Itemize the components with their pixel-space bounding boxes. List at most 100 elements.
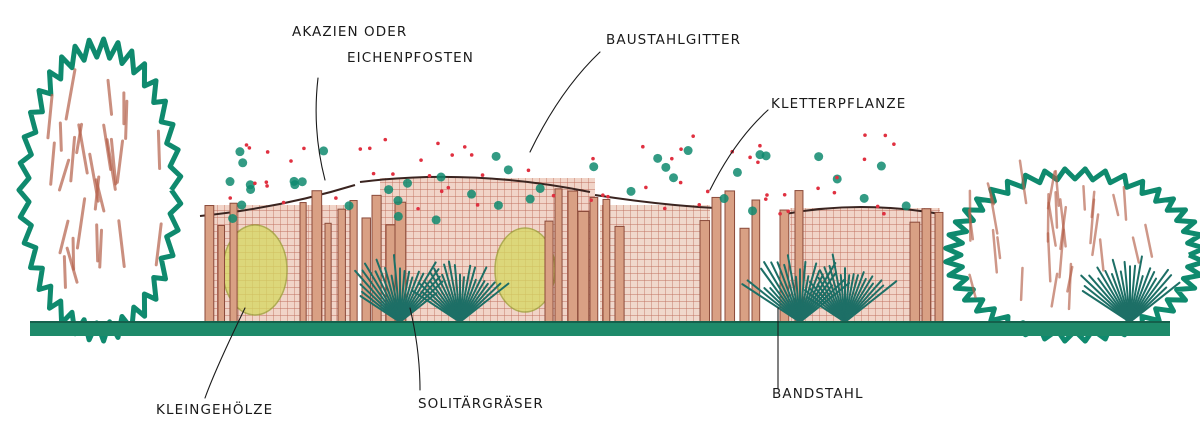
flower-dot bbox=[678, 180, 683, 185]
wooden-post bbox=[711, 196, 722, 323]
hedge-branch bbox=[1047, 201, 1057, 247]
hedge-branch bbox=[69, 135, 77, 183]
flower-dot bbox=[589, 198, 593, 202]
hedge-branch bbox=[1019, 266, 1024, 302]
hedge-branch bbox=[95, 223, 100, 263]
flower-dot bbox=[265, 150, 270, 154]
flower-dot bbox=[863, 133, 867, 137]
label-kleingehoelze: KLEINGEHÖLZE bbox=[156, 400, 273, 418]
climber-leaf bbox=[876, 161, 886, 171]
climber-leaf bbox=[290, 180, 300, 190]
hedge-branch bbox=[154, 222, 163, 267]
wooden-post bbox=[349, 200, 358, 323]
flower-dot bbox=[679, 147, 683, 151]
flower-dot bbox=[450, 153, 455, 157]
climber-leaf bbox=[238, 158, 248, 168]
climber-leaf bbox=[467, 189, 477, 199]
grass-blade bbox=[392, 254, 401, 323]
flower-dot bbox=[289, 159, 293, 163]
hedge-branch bbox=[1059, 205, 1068, 251]
grass-blade bbox=[363, 262, 401, 323]
grass-blade bbox=[799, 262, 837, 323]
hedge-branch bbox=[1131, 236, 1141, 264]
hedge-branch bbox=[1090, 190, 1096, 219]
wooden-post bbox=[602, 198, 611, 323]
climber-leaf bbox=[535, 183, 545, 193]
hedge-branch bbox=[996, 236, 1002, 260]
climber-leaf bbox=[653, 153, 663, 163]
wooden-post bbox=[739, 227, 750, 323]
flower-dot bbox=[427, 174, 432, 178]
climber-leaf bbox=[436, 172, 446, 182]
climber-leaf bbox=[589, 162, 599, 172]
wooden-post bbox=[204, 205, 215, 323]
flower-dot bbox=[763, 197, 768, 201]
hedge-branch bbox=[1054, 169, 1061, 207]
hedge-branch bbox=[1018, 159, 1028, 205]
climber-leaf bbox=[719, 194, 729, 204]
grass-blade bbox=[354, 269, 401, 323]
flower-dot bbox=[882, 211, 886, 216]
climber-leaf bbox=[669, 173, 679, 183]
flower-dot bbox=[832, 190, 837, 195]
climber-leaf bbox=[246, 184, 256, 194]
flower-dot bbox=[469, 153, 474, 157]
flower-dot bbox=[591, 156, 595, 161]
wooden-post bbox=[324, 222, 332, 323]
grass-blade bbox=[746, 279, 801, 323]
hedge-branch bbox=[49, 141, 56, 186]
flower-dot bbox=[862, 157, 867, 162]
hedge-branch bbox=[64, 68, 77, 121]
climber-leaf bbox=[661, 162, 671, 172]
hedge-branch bbox=[117, 219, 126, 269]
wooden-post bbox=[699, 220, 711, 323]
climber-leaf bbox=[393, 196, 403, 206]
hedge-branch bbox=[57, 158, 71, 192]
hedge-branch bbox=[46, 93, 54, 140]
flower-dot bbox=[641, 144, 645, 149]
hedge-branch bbox=[1054, 191, 1059, 229]
hedge-branch bbox=[1091, 213, 1100, 257]
flower-dot bbox=[446, 185, 451, 190]
grass-blade bbox=[1080, 274, 1131, 323]
flower-dot bbox=[835, 175, 839, 180]
hedge-branch bbox=[75, 122, 84, 155]
flower-dot bbox=[371, 171, 376, 176]
flower-dot bbox=[758, 143, 762, 148]
flower-dot bbox=[475, 203, 480, 207]
flower-dot bbox=[436, 141, 440, 146]
flower-dot bbox=[786, 209, 791, 214]
flower-dot bbox=[253, 181, 257, 186]
flower-dot bbox=[480, 173, 485, 177]
flower-dot bbox=[367, 146, 372, 151]
grass-blade bbox=[763, 261, 801, 323]
hedge-right bbox=[943, 166, 1200, 344]
hedge-branch bbox=[1046, 170, 1056, 210]
grass-blade bbox=[459, 282, 510, 323]
wooden-posts bbox=[204, 188, 944, 323]
climber-leaf bbox=[297, 177, 307, 187]
hedge-branch bbox=[1082, 184, 1087, 211]
hedge-branch bbox=[1112, 193, 1120, 217]
flower-dot bbox=[816, 186, 820, 191]
climber-leaf bbox=[237, 200, 247, 210]
climber-leaf bbox=[901, 201, 911, 211]
climber-leaf bbox=[344, 201, 354, 211]
flower-dot bbox=[691, 134, 695, 138]
flower-dot bbox=[419, 158, 423, 162]
hedge-branch bbox=[156, 129, 162, 170]
label-kletterpflanze: KLETTERPFLANZE bbox=[771, 96, 906, 112]
label-solitaergraeser: SOLITÄRGRÄSER bbox=[418, 394, 544, 412]
hedge-branch bbox=[106, 78, 114, 116]
wooden-post bbox=[299, 202, 307, 323]
flower-dot bbox=[644, 185, 648, 190]
flower-dot bbox=[601, 193, 605, 197]
wooden-post bbox=[544, 220, 554, 323]
flower-dot bbox=[748, 155, 752, 160]
flower-dot bbox=[416, 207, 420, 211]
flower-dot bbox=[662, 206, 667, 211]
climber-leaf bbox=[393, 211, 403, 221]
wooden-post bbox=[909, 221, 921, 323]
